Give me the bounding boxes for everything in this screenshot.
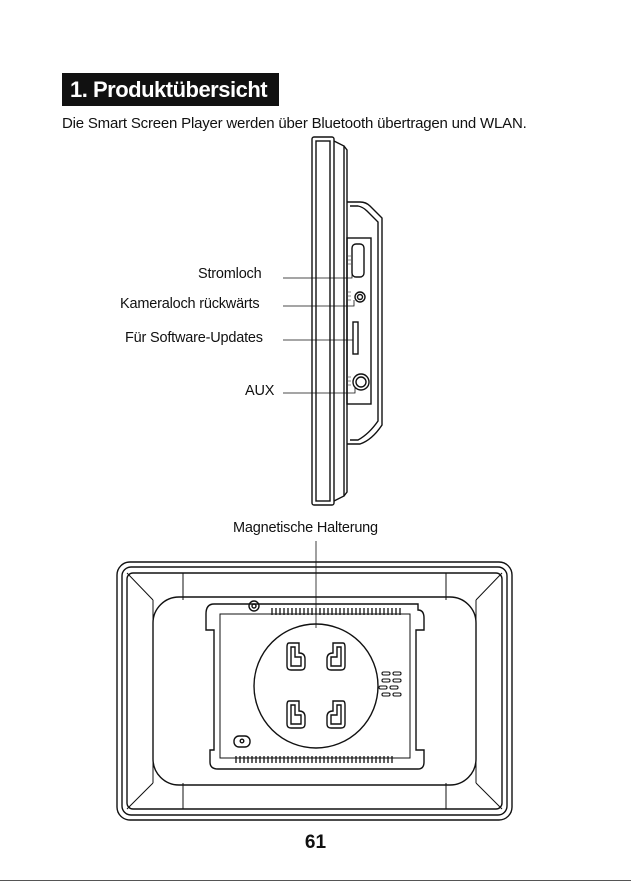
footer-divider bbox=[0, 880, 631, 881]
reset-button bbox=[234, 736, 250, 747]
page-number: 61 bbox=[0, 832, 631, 854]
magnetic-disc bbox=[254, 624, 378, 748]
magnet-slot bbox=[327, 701, 345, 728]
sd-card-slot bbox=[353, 322, 358, 354]
speaker-grille bbox=[379, 672, 401, 696]
rear-camera-hole bbox=[355, 292, 365, 302]
magnet-slot bbox=[287, 643, 305, 670]
vent-slots bbox=[236, 608, 400, 763]
power-port bbox=[352, 244, 364, 277]
hanging-hole bbox=[249, 601, 259, 611]
side-view-device bbox=[312, 137, 382, 505]
magnet-slot bbox=[287, 701, 305, 728]
rear-view-device bbox=[117, 562, 512, 820]
magnet-slot bbox=[327, 643, 345, 670]
